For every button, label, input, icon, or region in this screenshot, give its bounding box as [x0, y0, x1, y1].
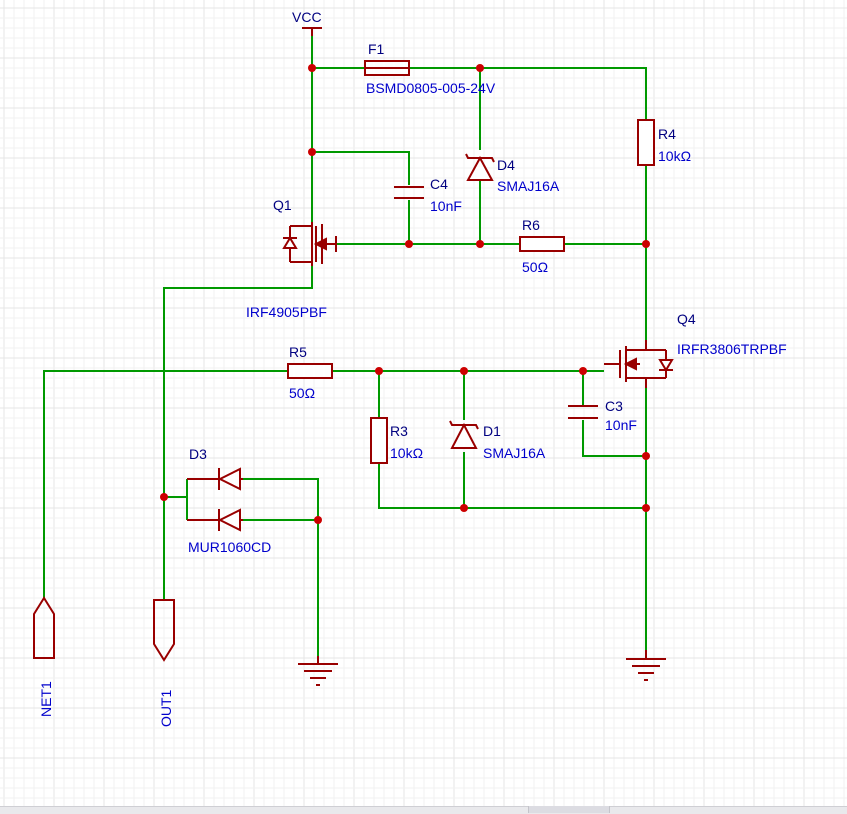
junction-dots	[160, 64, 650, 524]
ground-symbol-main[interactable]	[626, 650, 666, 681]
r5-value: 50Ω	[289, 385, 315, 401]
capacitor-c3[interactable]: C3 10nF	[568, 398, 637, 433]
capacitor-c4[interactable]: C4 10nF	[394, 176, 462, 214]
c4-value: 10nF	[430, 198, 462, 214]
d4-ref: D4	[497, 157, 515, 173]
vcc-power-symbol[interactable]: VCC	[292, 9, 322, 36]
d3-ref: D3	[189, 446, 207, 462]
resistor-r6[interactable]: R6 50Ω	[519, 217, 565, 275]
c4-ref: C4	[430, 176, 448, 192]
r3-value: 10kΩ	[390, 445, 423, 461]
r4-ref: R4	[658, 126, 676, 142]
d1-value: SMAJ16A	[483, 445, 546, 461]
f1-value: BSMD0805-005-24V	[366, 80, 496, 96]
q4-value: IRFR3806TRPBF	[677, 341, 787, 357]
net-port-out1[interactable]: OUT1	[153, 599, 175, 727]
ground-symbol-d3[interactable]	[298, 656, 338, 686]
resistor-r3[interactable]: R3 10kΩ	[370, 417, 423, 464]
scrollbar-thumb[interactable]	[528, 806, 610, 813]
d1-ref: D1	[483, 423, 501, 439]
vcc-label: VCC	[292, 9, 322, 25]
tvs-diode-d4[interactable]: D4 SMAJ16A	[465, 153, 560, 194]
d4-value: SMAJ16A	[497, 178, 560, 194]
c3-value: 10nF	[605, 417, 637, 433]
q4-ref: Q4	[677, 311, 696, 327]
resistor-r4[interactable]: R4 10kΩ	[637, 119, 691, 166]
net1-label: NET1	[38, 681, 54, 717]
r6-ref: R6	[522, 217, 540, 233]
q1-value: IRF4905PBF	[246, 304, 327, 320]
f1-ref: F1	[368, 41, 385, 57]
mosfet-q1[interactable]: Q1 IRF4905PBF	[246, 197, 337, 320]
d3-value: MUR1060CD	[188, 539, 271, 555]
horizontal-scrollbar[interactable]	[0, 806, 847, 814]
net-port-net1[interactable]: NET1	[33, 596, 55, 717]
r6-value: 50Ω	[522, 259, 548, 275]
q1-ref: Q1	[273, 197, 292, 213]
r3-ref: R3	[390, 423, 408, 439]
out1-label: OUT1	[158, 689, 174, 727]
r4-value: 10kΩ	[658, 148, 691, 164]
dual-diode-d3[interactable]: D3 MUR1060CD	[187, 446, 271, 555]
r5-ref: R5	[289, 344, 307, 360]
c3-ref: C3	[605, 398, 623, 414]
resistor-r5[interactable]: R5 50Ω	[287, 344, 333, 401]
fuse-f1[interactable]: F1 BSMD0805-005-24V	[364, 41, 496, 96]
mosfet-q4[interactable]: Q4 IRFR3806TRPBF	[604, 311, 787, 388]
tvs-diode-d1[interactable]: D1 SMAJ16A	[449, 420, 546, 461]
